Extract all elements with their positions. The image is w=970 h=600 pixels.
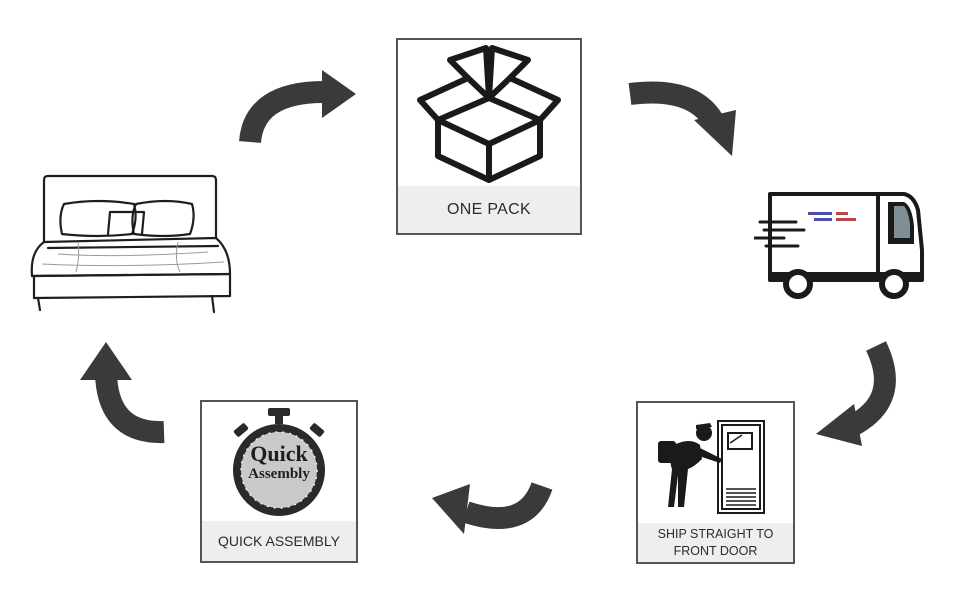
quick-badge-line-1: Quick [250,441,308,466]
curved-arrow-icon [426,470,554,540]
ship-to-door-label: SHIP STRAIGHT TO FRONT DOOR [638,523,793,562]
curved-arrow-icon [238,70,360,148]
bed-icon [18,168,234,318]
one-pack-label: ONE PACK [398,186,580,233]
courier-at-door-icon [638,403,793,525]
quick-badge-line-2: Assembly [248,466,310,482]
open-box-icon [398,40,580,188]
one-pack-card: ONE PACK [396,38,582,235]
quick-assembly-card: Quick Assembly QUICK ASSEMBLY [200,400,358,563]
curved-arrow-icon [624,80,742,160]
curved-arrow-icon [812,340,908,450]
delivery-truck-icon [752,188,932,306]
quick-badge-text: Quick Assembly [239,441,319,483]
ship-to-door-card: SHIP STRAIGHT TO FRONT DOOR [636,401,795,564]
curved-arrow-icon [78,334,170,450]
stopwatch-icon: Quick Assembly [202,402,356,524]
quick-assembly-label: QUICK ASSEMBLY [202,521,356,561]
ship-label-line-1: SHIP STRAIGHT TO [657,527,774,541]
ship-label-line-2: FRONT DOOR [673,544,758,558]
